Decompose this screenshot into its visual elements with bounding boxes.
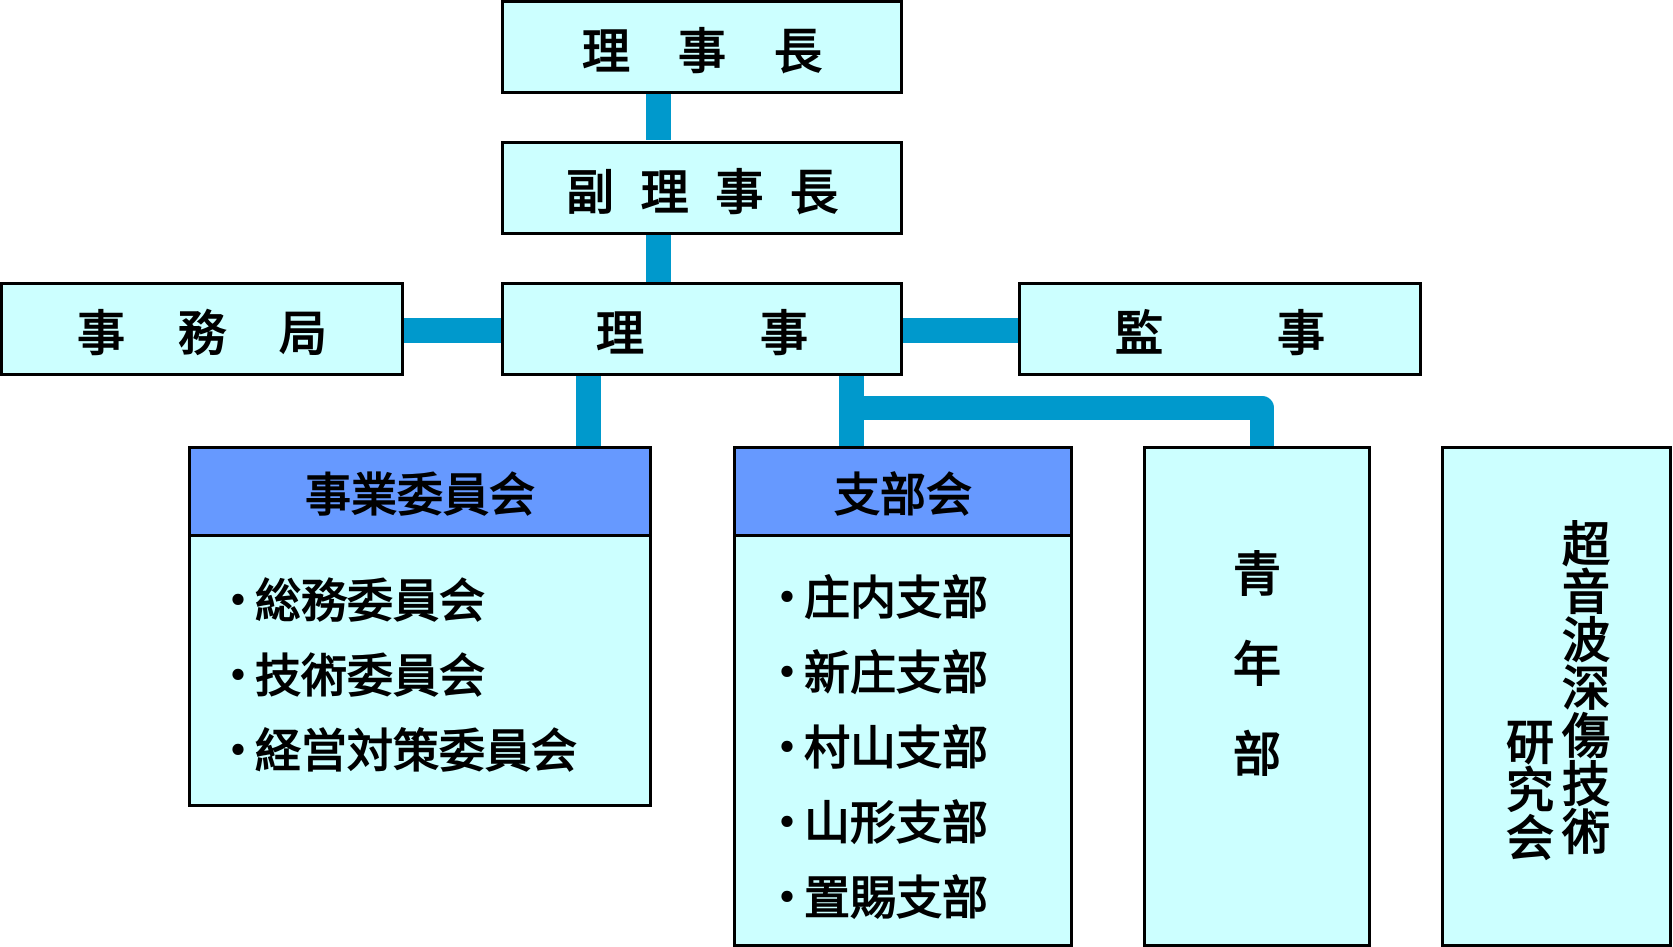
ultrasonic-group-box: 超 音 波 深 傷 技 術 研 究 会 (1441, 446, 1672, 947)
chairman-char-1: 理 (582, 24, 631, 80)
ultrasonic-char: 深 (1561, 661, 1610, 717)
committee-item: ・ 技術委員会 (191, 640, 649, 706)
connector-branch-youth-horizontal (839, 396, 1274, 420)
branch-item: ・ 置賜支部 (736, 862, 1070, 928)
committee-label: 総務委員会 (255, 574, 485, 628)
branches-title: 支部会 (736, 449, 1070, 537)
bullet: ・ (764, 721, 810, 775)
bullet: ・ (764, 796, 810, 850)
branch-label: 置賜支部 (804, 871, 988, 925)
youth-label: 青 年 部 (1146, 551, 1368, 779)
connector-board-committees (576, 374, 601, 450)
bullet: ・ (764, 646, 810, 700)
chairman-box: 理 事 長 (501, 0, 903, 94)
branch-item: ・ 新庄支部 (736, 637, 1070, 703)
auditor-char-2: 事 (1276, 306, 1325, 362)
branch-item: ・ 山形支部 (736, 787, 1070, 853)
secretariat-char-1: 事 (77, 306, 126, 362)
committees-box: 事業委員会 ・ 総務委員会 ・ 技術委員会 ・ 経営対策委員会 (188, 446, 652, 807)
vice-chairman-char-1: 副 (566, 165, 615, 221)
secretariat-box: 事 務 局 (0, 282, 404, 376)
ultrasonic-char: 音 (1561, 565, 1610, 621)
branch-item: ・ 村山支部 (736, 712, 1070, 778)
ultrasonic-char: 傷 (1561, 709, 1610, 765)
vice-chairman-char-3: 事 (715, 165, 764, 221)
auditor-box: 監 事 (1018, 282, 1422, 376)
branches-box: 支部会 ・ 庄内支部 ・ 新庄支部 ・ 村山支部 ・ 山形支部 ・ 置賜支部 (733, 446, 1073, 947)
connector-chairman-vice (646, 92, 671, 140)
ultrasonic-char: 波 (1561, 613, 1610, 669)
ultrasonic-char: 究 (1505, 763, 1554, 819)
youth-char-3: 部 (1232, 727, 1281, 783)
ultrasonic-char: 技 (1561, 757, 1610, 813)
chairman-char-2: 事 (677, 24, 726, 80)
vice-chairman-char-2: 理 (640, 165, 689, 221)
branch-label: 新庄支部 (804, 646, 988, 700)
youth-char-2: 年 (1232, 637, 1281, 693)
board-char-2: 事 (759, 306, 808, 362)
ultrasonic-label-left-column: 研 究 会 (1500, 719, 1560, 863)
bullet: ・ (215, 574, 261, 628)
branch-label: 村山支部 (804, 721, 988, 775)
branch-label: 庄内支部 (804, 571, 988, 625)
branch-label: 山形支部 (804, 796, 988, 850)
secretariat-char-2: 務 (177, 306, 226, 362)
branch-item: ・ 庄内支部 (736, 562, 1070, 628)
ultrasonic-char: 研 (1505, 715, 1554, 771)
ultrasonic-char: 超 (1561, 517, 1610, 573)
ultrasonic-char: 術 (1561, 805, 1610, 861)
connector-youth-vertical (1250, 396, 1274, 450)
committee-label: 技術委員会 (255, 649, 485, 703)
connector-board-auditor (903, 318, 1020, 343)
vice-chairman-box: 副 理 事 長 (501, 141, 903, 235)
connector-vice-board (646, 234, 671, 282)
auditor-char-1: 監 (1115, 306, 1164, 362)
connector-secretariat-board (403, 318, 503, 343)
vice-chairman-char-4: 長 (789, 165, 838, 221)
ultrasonic-label-right-column: 超 音 波 深 傷 技 術 (1556, 521, 1616, 857)
committee-item: ・ 経営対策委員会 (191, 715, 649, 781)
bullet: ・ (215, 724, 261, 778)
board-char-1: 理 (596, 306, 645, 362)
secretariat-char-3: 局 (278, 306, 327, 362)
committee-label: 経営対策委員会 (255, 724, 577, 778)
chairman-char-3: 長 (773, 24, 822, 80)
bullet: ・ (215, 649, 261, 703)
committee-item: ・ 総務委員会 (191, 565, 649, 631)
bullet: ・ (764, 871, 810, 925)
committees-title: 事業委員会 (191, 449, 649, 537)
youth-box: 青 年 部 (1143, 446, 1371, 947)
ultrasonic-char: 会 (1505, 811, 1554, 867)
bullet: ・ (764, 571, 810, 625)
youth-char-1: 青 (1232, 547, 1281, 603)
board-box: 理 事 (501, 282, 903, 376)
